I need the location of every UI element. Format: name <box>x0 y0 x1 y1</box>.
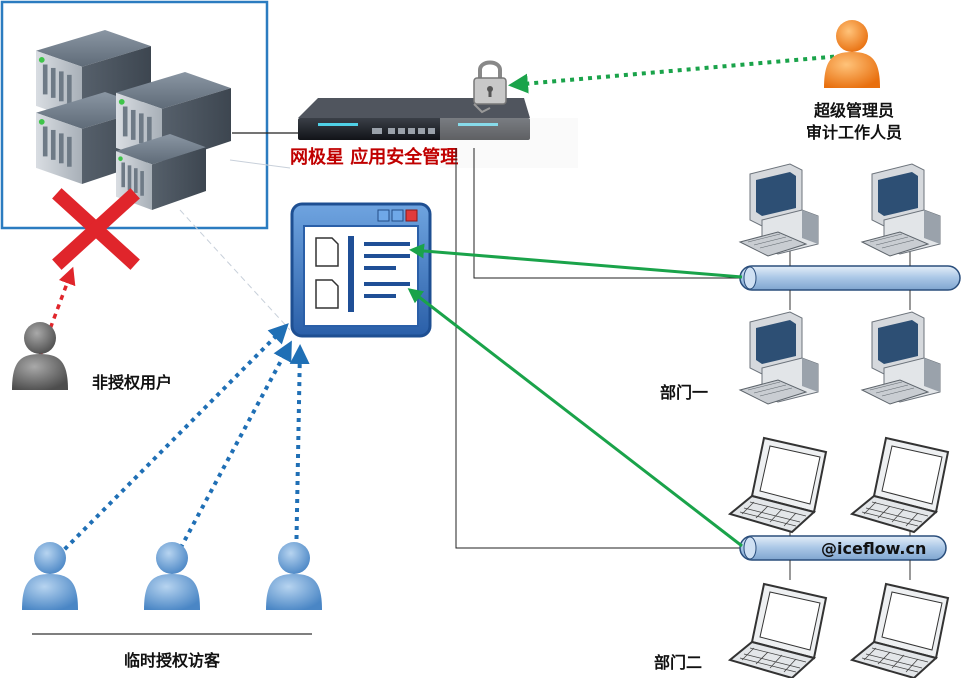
dept1-backbone-link <box>473 148 740 279</box>
dept2-backbone-link <box>455 148 740 549</box>
dept1-desktop-4 <box>861 311 941 405</box>
guest1-access-arrow <box>50 323 289 564</box>
appliance-device-icon <box>298 98 578 168</box>
dept1-desktop-2 <box>861 163 941 257</box>
admin-label-line1: 超级管理员 <box>813 101 894 120</box>
dept1-desktop-3 <box>739 311 819 405</box>
admin-user-icon <box>824 20 880 88</box>
guests-label: 临时授权访客 <box>124 651 221 670</box>
dept2-access-arrow <box>407 288 743 548</box>
dept1-label: 部门一 <box>660 383 708 402</box>
denied-x-icon <box>52 188 140 270</box>
dept2-label: 部门二 <box>654 653 702 672</box>
faint-link-1 <box>229 159 291 169</box>
watermark-text: @iceflow.cn <box>821 539 926 558</box>
dept2-network-bus <box>739 535 947 561</box>
lock-icon <box>473 60 507 114</box>
faint-link-2 <box>179 209 291 331</box>
dept2-laptop-3 <box>729 583 827 678</box>
dept1-desktop-1 <box>739 163 819 257</box>
guest-user-icon-1 <box>22 542 78 610</box>
application-window-icon <box>290 202 432 338</box>
unauthorized-label: 非授权用户 <box>92 373 172 392</box>
guest2-access-arrow <box>170 340 292 565</box>
dept2-laptop-4 <box>851 583 949 678</box>
dept2-laptop-1 <box>729 437 827 533</box>
dept1-network-bus <box>739 265 961 291</box>
dept2-laptop-2 <box>851 437 949 533</box>
admin-label-line2: 审计工作人员 <box>806 123 902 142</box>
guest3-access-arrow <box>289 344 310 567</box>
guest-user-icon-2 <box>144 542 200 610</box>
appliance-label: 网极星 应用安全管理 <box>290 146 458 168</box>
unauthorized-user-icon <box>12 322 68 390</box>
admin-access-arrow <box>508 53 853 94</box>
guest-user-icon-3 <box>266 542 322 610</box>
dept1-access-arrow <box>409 243 743 279</box>
